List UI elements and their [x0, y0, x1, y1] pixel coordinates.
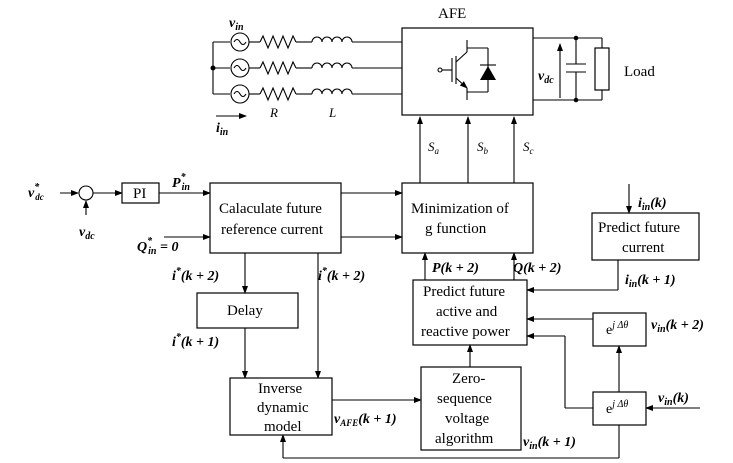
i-star-k2-right: i*(k + 2)	[318, 266, 365, 284]
pred-pow-line1: Predict future	[423, 284, 505, 300]
resistor-icon	[259, 86, 297, 102]
zero-sequence-block	[420, 366, 522, 451]
afe-label: AFE	[438, 6, 466, 22]
p-k2-label: P(k + 2)	[432, 261, 479, 276]
switching-signals: Sa Sb Sc	[417, 116, 534, 183]
calc-line2: reference current	[221, 222, 324, 238]
sc-label: Sc	[523, 139, 534, 156]
i-star-k1: i*(k + 1)	[172, 332, 219, 350]
delay-block	[196, 292, 299, 329]
exp1-label: ej Δθ	[606, 320, 628, 338]
sb-label: Sb	[477, 139, 489, 156]
vdc-label: vdc	[538, 69, 554, 86]
resistor-icon	[259, 34, 297, 50]
iin-k-label: iin(k)	[638, 196, 667, 213]
signal-labels: v*dc vdc P*in Q*in = 0 i*(k + 2) i*(k + …	[28, 172, 704, 452]
minimization-block	[401, 182, 534, 254]
pred-pow-line3: reactive power	[421, 324, 510, 340]
inductor-icon	[311, 62, 353, 69]
calc-line1: Calaculate future	[219, 201, 322, 217]
inductor-icon	[311, 36, 353, 43]
i-star-k2-left: i*(k + 2)	[172, 266, 219, 284]
power-circuit: vin R L iin AFE	[210, 6, 655, 138]
summing-junction	[78, 185, 94, 201]
vin-label: vin	[229, 16, 244, 33]
inverse-model-block	[229, 377, 333, 436]
vin-k2-label: vin(k + 2)	[651, 318, 704, 335]
p-ref-label: P*in	[172, 172, 190, 193]
min-line1: Minimization of	[411, 201, 509, 217]
zero-line3: voltage	[445, 411, 489, 427]
iin-k1-label: iin(k + 1)	[625, 273, 676, 290]
phase-shift-block-upper	[592, 312, 647, 347]
zero-line1: Zero-	[452, 371, 485, 387]
control-blocks: PI Calaculate future reference current M…	[60, 182, 700, 459]
load-label: Load	[624, 64, 655, 80]
exp2-label: ej Δθ	[606, 399, 628, 417]
vafe-label: vAFE(k + 1)	[334, 412, 397, 428]
pred-pow-line2: active and	[436, 304, 498, 320]
vin-k-label: vin(k)	[658, 391, 689, 408]
inv-line3: model	[264, 419, 302, 435]
pi-label: PI	[133, 186, 146, 202]
r-label: R	[269, 105, 278, 120]
calculate-reference-block	[209, 182, 342, 254]
phase-shift-block-lower	[592, 391, 647, 426]
sa-label: Sa	[428, 139, 440, 156]
pred-cur-line1: Predict future	[598, 220, 680, 236]
vin-k1-label: vin(k + 1)	[523, 435, 576, 452]
min-line2: g function	[425, 221, 487, 237]
zero-line2: sequence	[437, 391, 492, 407]
predict-current-block	[591, 212, 700, 261]
igbt-icon	[437, 40, 489, 100]
inv-line2: dynamic	[257, 400, 309, 416]
vdc-ref-label: v*dc	[28, 182, 44, 202]
inv-line1: Inverse	[258, 381, 302, 397]
inductor-icon	[311, 88, 353, 95]
iin-label: iin	[216, 121, 229, 138]
q-k2-label: Q(k + 2)	[513, 261, 561, 276]
load-resistor	[594, 47, 610, 91]
q-ref-label: Q*in = 0	[137, 236, 178, 257]
predict-power-block	[412, 279, 528, 346]
resistor-icon	[259, 60, 297, 76]
junction-dot	[210, 65, 216, 71]
delay-label: Delay	[227, 303, 263, 319]
zero-line4: algorithm	[435, 431, 494, 447]
l-label: L	[328, 105, 336, 120]
diode-icon	[480, 64, 496, 80]
vdc-meas-label: vdc	[79, 225, 95, 242]
pred-cur-line2: current	[622, 240, 665, 256]
